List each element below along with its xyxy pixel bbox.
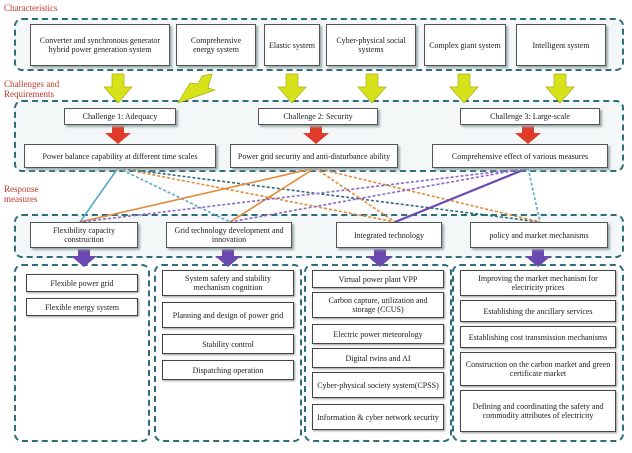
red-arrow — [303, 125, 329, 144]
challenge-1-description: Power balance capability at different ti… — [24, 144, 216, 168]
measure-policy-market: policy and market mechanisms — [470, 222, 608, 248]
characteristic-intelligent: Intelligent system — [516, 24, 606, 66]
column-3-item: Virtual power plant VPP — [312, 270, 444, 288]
yellow-arrow — [103, 73, 133, 104]
characteristic-comprehensive-energy: Comprehensive energy system — [176, 24, 256, 66]
challenge-2-title: Challenge 2: Security — [258, 108, 378, 125]
characteristics-label: Characteristics — [4, 3, 58, 13]
yellow-arrow — [545, 73, 575, 104]
column-2-item: System safety and stability mechanism co… — [162, 270, 294, 296]
link-line — [117, 167, 541, 223]
response-label-line1: Response — [4, 184, 39, 194]
challenges-label-line1: Challenges and — [4, 79, 60, 89]
characteristic-hybrid-generation: Converter and synchronous generator hybr… — [30, 24, 170, 66]
yellow-arrow — [449, 73, 479, 104]
yellow-arrow — [357, 73, 387, 104]
challenge-1-title: Challenge 1: Adequacy — [64, 108, 176, 125]
link-line — [229, 167, 529, 223]
column-3-item: Information & cyber network security — [312, 404, 444, 430]
column-4-item: Establishing cost transmission mechanism… — [460, 326, 616, 348]
purple-arrow — [367, 249, 393, 267]
red-arrow — [105, 125, 131, 144]
column-2-item: Dispatching operation — [162, 360, 294, 380]
link-line — [229, 167, 316, 223]
link-line — [79, 167, 529, 223]
challenge-3-description: Comprehensive effect of various measures — [432, 144, 608, 168]
link-line — [394, 166, 529, 224]
purple-arrows — [71, 249, 551, 267]
yellow-arrow — [177, 73, 217, 104]
column-3-item: Digital twins and AI — [312, 348, 444, 368]
column-3-item: Carbon capture, utilization and storage … — [312, 292, 444, 318]
red-arrows — [105, 125, 541, 144]
challenge-3-title: Challenge 3: Large-scale — [460, 108, 600, 125]
link-line — [314, 167, 541, 223]
column-2-item: Stability control — [162, 334, 294, 354]
characteristic-complex-giant: Complex giant system — [424, 24, 506, 66]
column-4-item: Construction on the carbon market and gr… — [460, 352, 616, 386]
link-line — [117, 167, 231, 223]
measure-flexibility-capacity: Flexibility capacity construction — [30, 222, 138, 248]
column-3-item: Cyber-physical society system(CPSS) — [312, 372, 444, 398]
measure-grid-technology: Grid technology development and innovati… — [166, 222, 292, 248]
characteristic-cyber-physical-social: Cyber-physical social systems — [326, 24, 416, 66]
response-label-line2: measures — [4, 194, 38, 204]
yellow-arrow — [277, 73, 307, 104]
cross-link-lines — [79, 166, 541, 224]
challenge-2-description: Power grid security and anti-disturbance… — [230, 144, 398, 168]
column-3-item: Electric power meteorology — [312, 324, 444, 344]
column-4-item: Defining and coordinating the safety and… — [460, 390, 616, 432]
column-4-item: Improving the market mechanism for elect… — [460, 270, 616, 296]
yellow-arrows — [103, 73, 575, 104]
link-line — [79, 167, 119, 223]
measure-integrated-technology: Integrated technology — [336, 222, 442, 248]
characteristic-elastic: Elastic system — [264, 24, 320, 66]
link-line — [79, 167, 316, 223]
link-line — [314, 167, 396, 223]
red-arrow — [515, 125, 541, 144]
column-1-item: Flexible power grid — [26, 274, 138, 292]
challenges-label-line2: Requirements — [4, 89, 54, 99]
column-1-item: Flexible energy system — [26, 298, 138, 316]
purple-arrow — [215, 249, 241, 267]
link-line — [117, 167, 396, 223]
purple-arrow — [71, 249, 97, 267]
column-2-item: Planning and design of power grid — [162, 302, 294, 328]
column-frame-1 — [14, 264, 150, 442]
column-4-item: Establishing the ancillary services — [460, 300, 616, 322]
purple-arrow — [525, 249, 551, 267]
link-line — [527, 167, 541, 223]
